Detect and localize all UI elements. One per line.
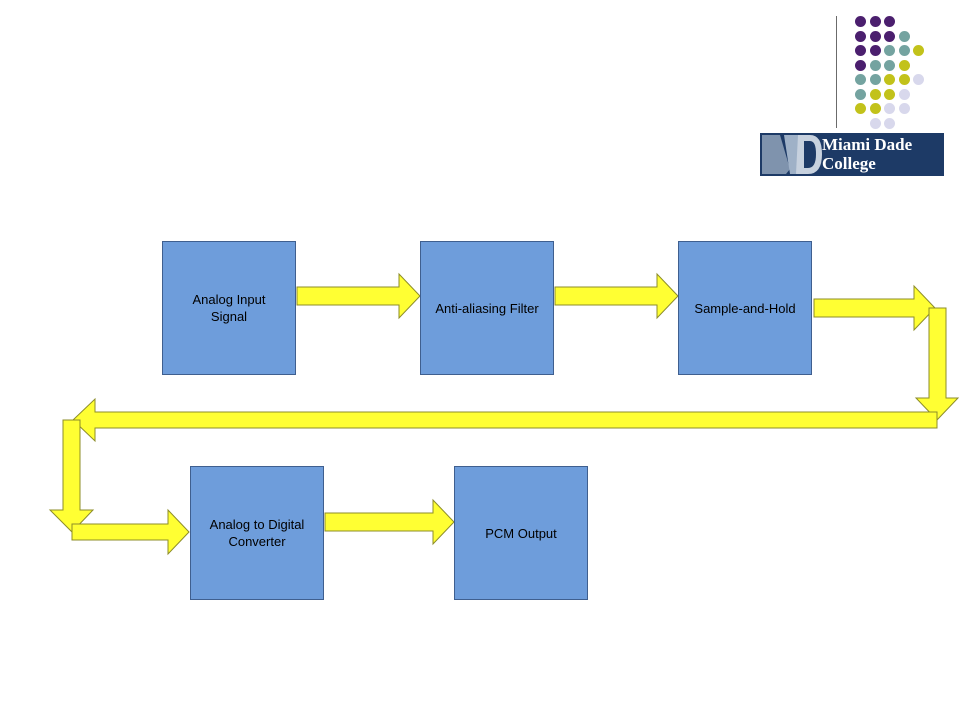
decorative-dot bbox=[869, 117, 881, 129]
decorative-dot bbox=[855, 30, 866, 42]
arrow-input-to-filter bbox=[296, 272, 421, 320]
decorative-dot bbox=[898, 103, 910, 114]
arrow-to-adc bbox=[71, 508, 190, 556]
decorative-dot bbox=[869, 88, 881, 100]
decorative-dot bbox=[855, 103, 866, 114]
block-label: Anti-aliasing Filter bbox=[435, 300, 539, 316]
block-analog-input: Analog Input Signal bbox=[162, 241, 296, 375]
decorative-dot bbox=[869, 30, 881, 42]
block-label: PCM Output bbox=[485, 525, 557, 541]
decorative-dot bbox=[869, 103, 881, 114]
decorative-dot bbox=[884, 30, 895, 42]
arrow-adc-to-pcm bbox=[324, 498, 455, 546]
arrow-return-left bbox=[72, 397, 938, 443]
block-anti-aliasing-filter: Anti-aliasing Filter bbox=[420, 241, 554, 375]
decorative-dot bbox=[884, 16, 895, 27]
decorative-dot bbox=[869, 45, 881, 56]
decorative-dot bbox=[884, 74, 895, 85]
decorative-dot bbox=[855, 88, 866, 100]
decorative-dot bbox=[884, 103, 895, 114]
block-pcm-output: PCM Output bbox=[454, 466, 588, 600]
decorative-dot bbox=[913, 45, 924, 56]
decorative-dot bbox=[884, 59, 895, 71]
arrow-sample-out bbox=[813, 284, 936, 332]
decorative-dot bbox=[884, 117, 895, 129]
decorative-dot bbox=[898, 30, 910, 42]
header-divider bbox=[836, 16, 837, 128]
block-label: Sample-and-Hold bbox=[694, 300, 796, 316]
arrow-right-down bbox=[914, 307, 960, 421]
decorative-dot bbox=[898, 45, 910, 56]
college-logo: Miami Dade College bbox=[760, 133, 944, 176]
decorative-dot bbox=[869, 16, 881, 27]
decorative-dot bbox=[855, 16, 866, 27]
block-label: Analog to Digital Converter bbox=[209, 517, 305, 549]
logo-text: Miami Dade College bbox=[822, 135, 913, 173]
block-analog-to-digital-converter: Analog to Digital Converter bbox=[190, 466, 324, 600]
block-sample-and-hold: Sample-and-Hold bbox=[678, 241, 812, 375]
decorative-dot bbox=[884, 88, 895, 100]
decorative-dot bbox=[884, 45, 895, 56]
decorative-dot bbox=[855, 74, 866, 85]
arrow-left-down bbox=[48, 419, 95, 533]
arrow-filter-to-sample bbox=[554, 272, 679, 320]
decorative-dot bbox=[898, 59, 910, 71]
decorative-dot bbox=[898, 74, 910, 85]
decorative-dot bbox=[913, 74, 924, 85]
decorative-dot bbox=[855, 59, 866, 71]
block-label: Analog Input Signal bbox=[192, 292, 266, 324]
logo-mark-icon bbox=[760, 133, 944, 176]
decorative-dot bbox=[898, 88, 910, 100]
decorative-dot bbox=[855, 45, 866, 56]
decorative-dot bbox=[869, 59, 881, 71]
decorative-dot bbox=[869, 74, 881, 85]
